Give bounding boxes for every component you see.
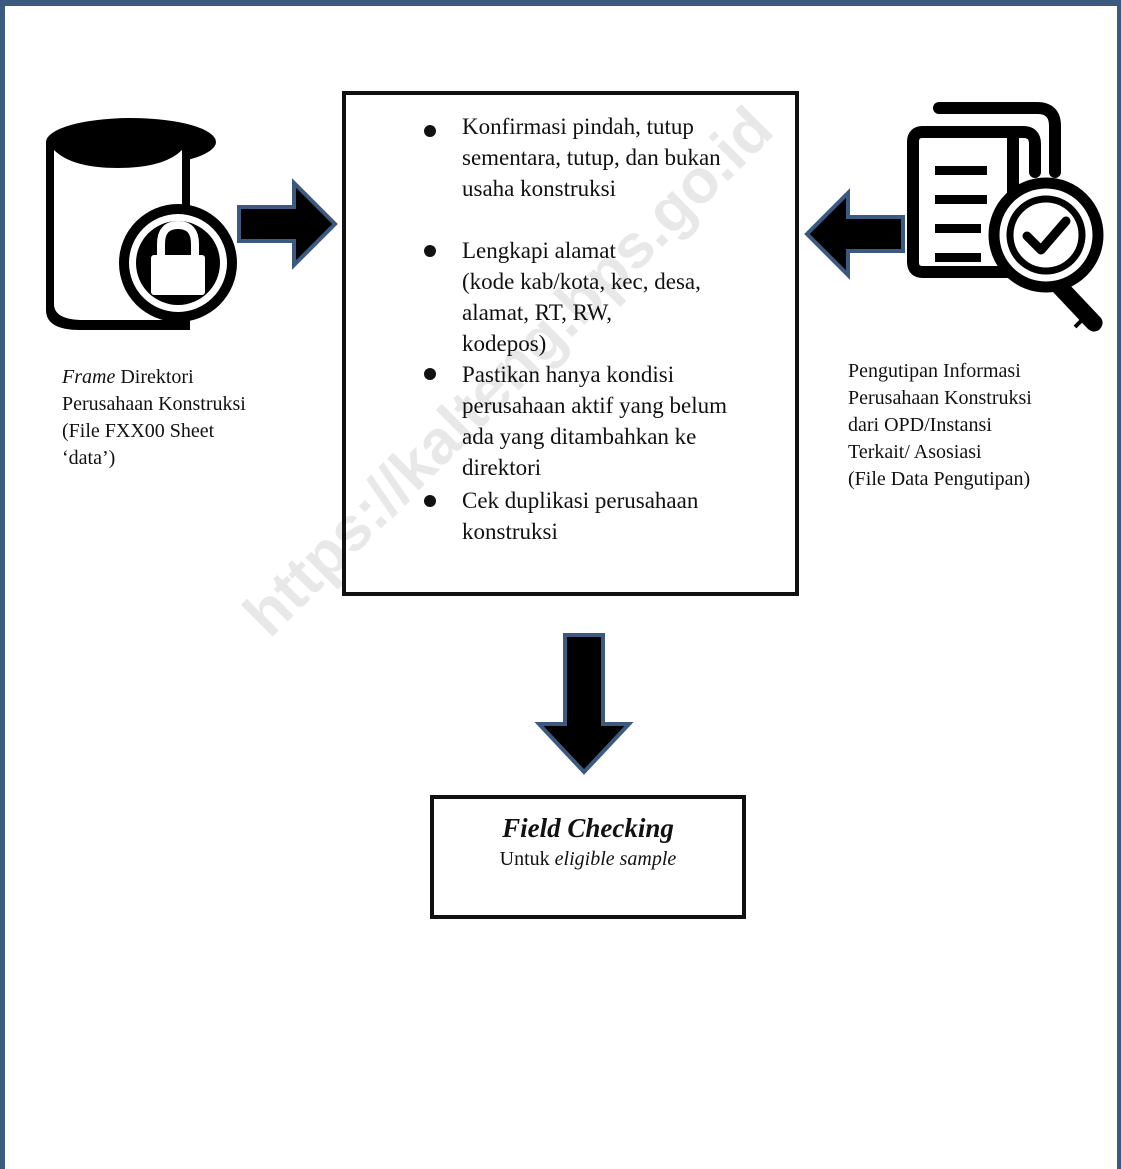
document-search-icon	[907, 102, 1104, 332]
process-step-text: Lengkapi alamat (kode kab/kota, kec, des…	[462, 238, 701, 356]
process-step-text: Konfirmasi pindah, tutup sementara, tutu…	[462, 114, 721, 201]
bullet-icon	[424, 495, 436, 507]
arrow-down-icon	[534, 633, 634, 775]
field-checking-box: Field Checking Untuk eligible sample	[430, 795, 746, 919]
process-step-text: Pastikan hanya kondisi perusahaan aktif …	[462, 362, 728, 480]
left-source-caption: Frame Direktori Perusahaan Konstruksi (F…	[62, 366, 246, 469]
field-checking-subtitle: Untuk eligible sample	[499, 848, 677, 870]
right-source-caption: Pengutipan Informasi Perusahaan Konstruk…	[848, 360, 1032, 490]
bullet-icon	[424, 125, 436, 137]
process-step-text: Cek duplikasi perusahaan konstruksi	[462, 488, 699, 544]
arrow-right-icon	[237, 178, 338, 270]
database-lock-icon	[46, 118, 237, 330]
arrow-left-icon	[804, 188, 905, 280]
field-checking-title: Field Checking	[502, 813, 674, 843]
bullet-icon	[424, 245, 436, 257]
bullet-icon	[424, 368, 436, 380]
process-box: Konfirmasi pindah, tutup sementara, tutu…	[342, 91, 799, 596]
